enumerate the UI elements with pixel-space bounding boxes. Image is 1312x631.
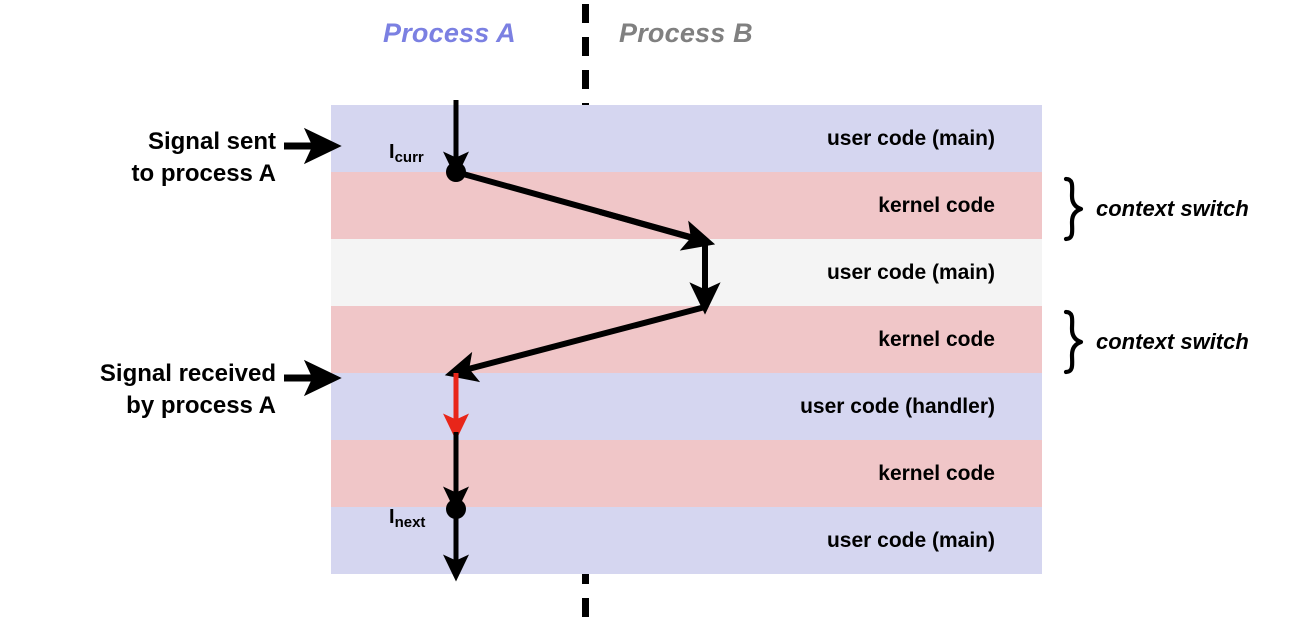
execution-band: user code (handler) <box>331 373 1042 440</box>
process-b-title: Process B <box>619 18 753 48</box>
execution-band-label: user code (handler) <box>800 394 995 418</box>
execution-band: kernel code <box>331 306 1042 373</box>
execution-band-label: kernel code <box>878 327 995 351</box>
execution-band-label: kernel code <box>878 461 995 485</box>
curly-brace-icon <box>1060 309 1086 375</box>
curly-brace-icon <box>1060 176 1086 242</box>
execution-band-label: user code (main) <box>826 528 995 552</box>
execution-band-label: user code (main) <box>826 260 995 284</box>
process-a-title: Process A <box>383 18 516 48</box>
context-switch-label-1: context switch <box>1096 196 1249 221</box>
execution-band: user code (main) <box>331 507 1042 574</box>
signal-sent-line1: Signal sent <box>147 128 276 155</box>
signal-received-line1: Signal received <box>99 360 276 387</box>
execution-band-label: user code (main) <box>826 126 995 150</box>
instruction-curr-base: I <box>389 141 395 163</box>
instruction-curr-label: Icurr <box>389 141 424 166</box>
execution-band: user code (main) <box>331 239 1042 306</box>
signal-sent-line2: to process A <box>131 159 276 187</box>
context-switch-label-2: context switch <box>1096 329 1249 354</box>
execution-band-stack: user code (main) kernel code user code (ma… <box>331 105 1042 574</box>
instruction-curr-subscript: curr <box>394 149 424 166</box>
execution-band: kernel code <box>331 440 1042 507</box>
instruction-next-subscript: next <box>394 514 426 531</box>
context-switch-group-2: context switch <box>1060 309 1249 375</box>
context-switch-group-1: context switch <box>1060 176 1249 242</box>
execution-band: kernel code <box>331 172 1042 239</box>
instruction-next-label: Inext <box>389 506 426 531</box>
execution-band-label: kernel code <box>878 193 995 217</box>
execution-band: user code (main) <box>331 105 1042 172</box>
signal-sent-annotation: Signal sent to process A <box>20 126 276 189</box>
signal-received-annotation: Signal received by process A <box>8 358 276 421</box>
instruction-next-base: I <box>389 506 395 528</box>
signal-received-line2: by process A <box>126 391 276 419</box>
